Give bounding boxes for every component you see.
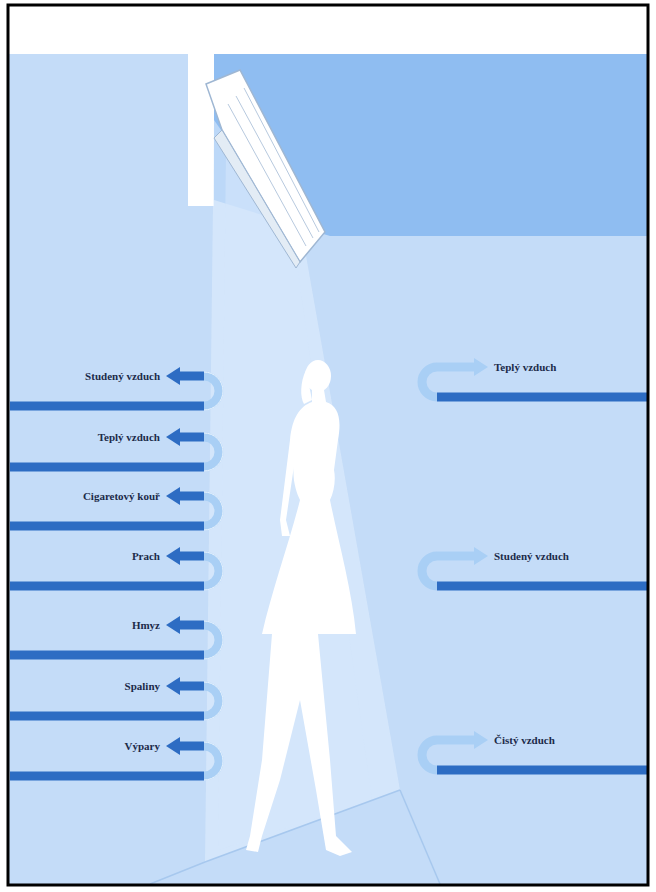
flow-label: Studený vzduch xyxy=(85,369,160,383)
flow-label: Spaliny xyxy=(125,679,160,693)
air-flow-arrow xyxy=(10,737,223,780)
air-flow-arrow xyxy=(422,547,647,586)
flow-label: Studený vzduch xyxy=(494,549,569,563)
floor-line xyxy=(400,790,440,884)
air-flow-arrow xyxy=(10,677,223,720)
flow-label: Cigaretový kouř xyxy=(83,489,160,503)
flow-label: Teplý vzduch xyxy=(98,430,160,444)
woman-silhouette xyxy=(246,360,356,856)
flow-label: Hmyz xyxy=(132,618,160,632)
flow-label: Čistý vzduch xyxy=(494,733,555,747)
room-wall xyxy=(9,6,647,884)
floor-line xyxy=(205,790,400,862)
frame xyxy=(8,5,648,885)
air-flow-arrow xyxy=(422,358,647,397)
air-curtain-unit xyxy=(206,70,325,268)
flow-label: Výpary xyxy=(125,739,160,753)
air-flow-arrow xyxy=(10,616,223,659)
air-flow-arrow xyxy=(10,428,223,471)
air-flow-arrow xyxy=(422,731,647,770)
air-flow-arrow xyxy=(10,367,223,410)
wall-edge xyxy=(188,6,214,206)
flow-label: Prach xyxy=(132,549,160,563)
air-flow-arrow xyxy=(10,547,223,590)
floor-line xyxy=(150,862,205,884)
upper-wall xyxy=(9,6,647,54)
air-flow-arrow xyxy=(10,487,223,530)
flow-label: Teplý vzduch xyxy=(494,360,556,374)
